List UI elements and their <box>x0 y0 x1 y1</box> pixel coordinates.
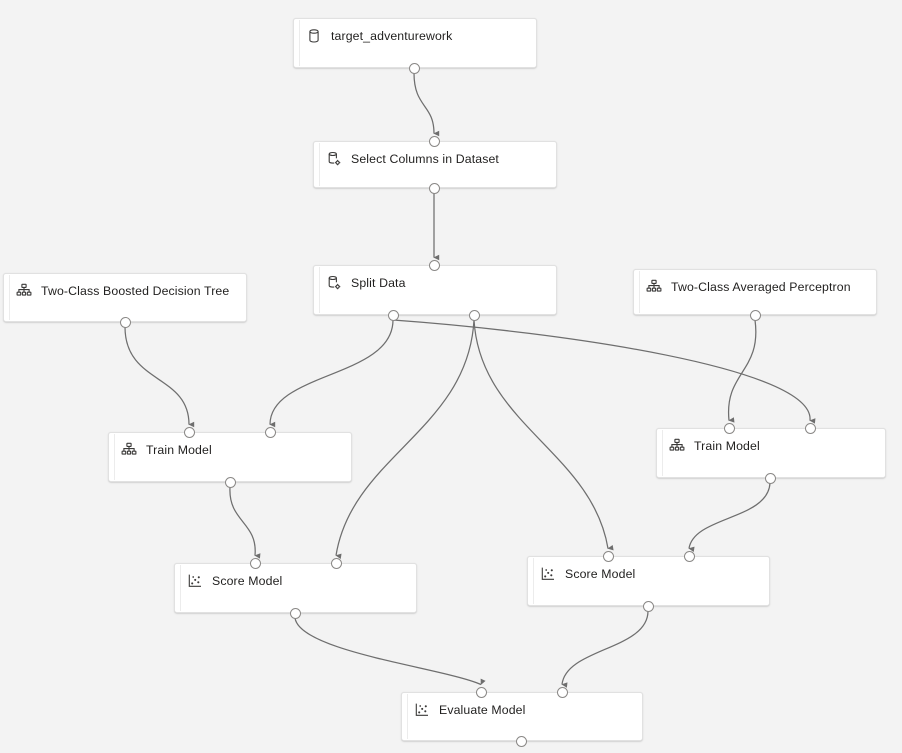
node-train-model-left[interactable]: Train Model <box>108 432 352 482</box>
output-port-train-model-left-0[interactable] <box>224 476 236 488</box>
dataset-gear-icon <box>326 151 342 167</box>
input-port-evaluate-model-1[interactable] <box>556 686 568 698</box>
output-port-select-columns-0[interactable] <box>428 182 440 194</box>
node-label: Select Columns in Dataset <box>351 151 499 166</box>
edge-split-left-to-train-right-data[interactable] <box>392 319 816 424</box>
output-port-boosted-decision-tree-0[interactable] <box>119 316 131 328</box>
node-body: Select Columns in Dataset <box>326 142 550 176</box>
node-train-model-right[interactable]: Train Model <box>656 428 886 478</box>
node-split-data[interactable]: Split Data <box>313 265 557 315</box>
node-body: Evaluate Model <box>414 693 636 727</box>
node-body: Split Data <box>326 266 550 300</box>
output-port-split-data-1[interactable] <box>468 309 480 321</box>
node-accent-bar <box>533 558 534 604</box>
node-body: target_adventurework <box>306 19 530 53</box>
node-accent-bar <box>9 275 10 320</box>
input-port-select-columns-0[interactable] <box>428 135 440 147</box>
scatter-plot-icon <box>414 702 430 718</box>
edge-perceptron-to-train-right[interactable] <box>727 319 757 423</box>
node-label: Two-Class Averaged Perceptron <box>671 279 851 294</box>
node-boosted-decision-tree[interactable]: Two-Class Boosted Decision Tree <box>3 273 247 322</box>
node-body: Two-Class Averaged Perceptron <box>646 270 870 304</box>
node-label: target_adventurework <box>331 28 453 43</box>
node-accent-bar <box>319 267 320 313</box>
output-port-dataset-0[interactable] <box>408 62 420 74</box>
input-port-train-model-left-1[interactable] <box>264 426 276 438</box>
node-label: Split Data <box>351 275 406 290</box>
node-evaluate-model[interactable]: Evaluate Model <box>401 692 643 741</box>
node-label: Train Model <box>146 442 212 457</box>
input-port-split-data-0[interactable] <box>428 259 440 271</box>
node-select-columns[interactable]: Select Columns in Dataset <box>313 141 557 188</box>
edge-tree-to-train-left-untrained[interactable] <box>124 326 195 428</box>
algorithm-tree-icon <box>121 442 137 458</box>
input-port-train-model-left-0[interactable] <box>183 426 195 438</box>
node-label: Score Model <box>212 573 283 588</box>
algorithm-tree-icon <box>646 279 662 295</box>
node-body: Two-Class Boosted Decision Tree <box>16 274 240 308</box>
edge-score-right-to-evaluate[interactable] <box>561 610 649 688</box>
input-port-train-model-right-0[interactable] <box>723 422 735 434</box>
node-accent-bar <box>114 434 115 480</box>
scatter-plot-icon <box>540 566 556 582</box>
node-body: Score Model <box>540 557 763 591</box>
node-accent-bar <box>662 430 663 476</box>
algorithm-tree-icon <box>16 283 32 299</box>
output-port-evaluate-model-0[interactable] <box>515 735 527 747</box>
dataset-gear-icon <box>326 275 342 291</box>
node-label: Evaluate Model <box>439 702 526 717</box>
node-label: Train Model <box>694 438 760 453</box>
edge-train-right-to-score-right[interactable] <box>688 482 771 552</box>
edge-train-left-to-score-left-model[interactable] <box>229 486 261 559</box>
node-label: Score Model <box>565 566 636 581</box>
node-averaged-perceptron[interactable]: Two-Class Averaged Perceptron <box>633 269 877 315</box>
input-port-score-model-left-1[interactable] <box>330 557 342 569</box>
edge-dataset-to-select-columns[interactable] <box>413 72 440 137</box>
node-accent-bar <box>319 143 320 186</box>
output-port-averaged-perceptron-0[interactable] <box>749 309 761 321</box>
node-accent-bar <box>180 565 181 611</box>
scatter-plot-icon <box>187 573 203 589</box>
edge-split-left-to-train-left-data[interactable] <box>269 319 394 428</box>
output-port-score-model-left-0[interactable] <box>289 607 301 619</box>
node-accent-bar <box>407 694 408 739</box>
edge-split-right-to-score-right-data[interactable] <box>473 319 614 551</box>
input-port-evaluate-model-0[interactable] <box>475 686 487 698</box>
node-label: Two-Class Boosted Decision Tree <box>41 283 230 298</box>
node-score-model-left[interactable]: Score Model <box>174 563 417 613</box>
node-body: Train Model <box>121 433 345 467</box>
node-score-model-right[interactable]: Score Model <box>527 556 770 606</box>
node-accent-bar <box>639 271 640 313</box>
node-dataset[interactable]: target_adventurework <box>293 18 537 68</box>
input-port-score-model-right-0[interactable] <box>602 550 614 562</box>
edge-split-right-to-score-left-data[interactable] <box>335 319 475 559</box>
output-port-train-model-right-0[interactable] <box>764 472 776 484</box>
node-accent-bar <box>299 20 300 66</box>
node-body: Train Model <box>669 429 879 463</box>
input-port-score-model-right-1[interactable] <box>683 550 695 562</box>
edge-score-left-to-evaluate[interactable] <box>294 617 486 686</box>
node-body: Score Model <box>187 564 410 598</box>
database-icon <box>306 28 322 44</box>
output-port-score-model-right-0[interactable] <box>642 600 654 612</box>
output-port-split-data-0[interactable] <box>387 309 399 321</box>
algorithm-tree-icon <box>669 438 685 454</box>
input-port-score-model-left-0[interactable] <box>249 557 261 569</box>
input-port-train-model-right-1[interactable] <box>804 422 816 434</box>
